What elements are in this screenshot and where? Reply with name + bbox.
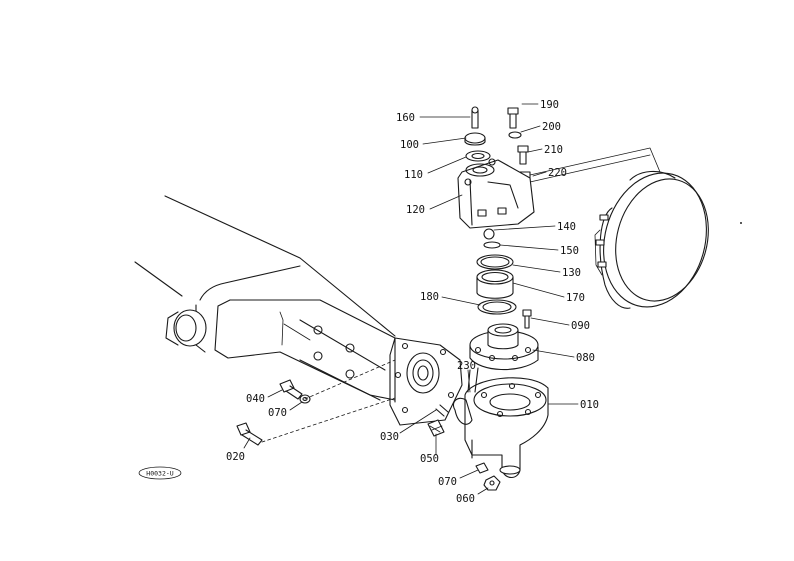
- part-040-bolt: [279, 379, 303, 400]
- part-label-090: 090: [571, 320, 590, 332]
- part-label-050: 050: [420, 453, 439, 465]
- part-100-cap: [464, 132, 486, 146]
- part-030-stud: [435, 404, 449, 417]
- leader-lines: [243, 103, 579, 495]
- part-070-washer-lower: [475, 462, 489, 474]
- part-label-210: 210: [544, 144, 563, 156]
- part-210-bolt: [517, 145, 529, 165]
- part-090-bolt: [522, 309, 532, 329]
- part-label-150: 150: [560, 245, 579, 257]
- part-label-060: 060: [456, 493, 475, 505]
- part-label-070-lower: 070: [438, 476, 457, 488]
- part-label-100: 100: [400, 139, 419, 151]
- part-130-oring: [476, 254, 514, 270]
- axle-housing: [134, 195, 463, 426]
- part-label-030: 030: [380, 431, 399, 443]
- part-050-stud: [427, 419, 445, 437]
- reference-line: [529, 147, 661, 176]
- reference-line: [529, 154, 651, 183]
- part-010-knuckle-case: [452, 367, 549, 479]
- wheel-rim: [594, 170, 709, 309]
- part-label-200: 200: [542, 121, 561, 133]
- part-200-washer: [508, 131, 522, 139]
- figure-code: H0032-U: [146, 470, 173, 478]
- figure-code-badge: H0032-U: [138, 466, 182, 480]
- part-labels: 160 190 100 200 210 110 220 120 140 150 …: [226, 99, 599, 505]
- part-170-bushing: [476, 269, 514, 299]
- part-180-seal: [477, 299, 517, 315]
- part-label-120: 120: [406, 204, 425, 216]
- part-150-shim: [483, 241, 501, 249]
- stray-mark: [740, 221, 743, 224]
- part-080-flange: [469, 323, 539, 371]
- part-label-110: 110: [404, 169, 423, 181]
- part-140-ball: [483, 228, 495, 240]
- part-label-020: 020: [226, 451, 245, 463]
- part-110-bearing: [465, 150, 491, 162]
- part-160-grease-nipple: [471, 106, 479, 129]
- part-120-kingpin-housing: [457, 158, 535, 229]
- part-020-bolt: [236, 422, 263, 446]
- part-060-nut: [483, 475, 501, 491]
- part-label-080: 080: [576, 352, 595, 364]
- part-label-230: 230: [457, 360, 476, 372]
- part-label-070-upper: 070: [268, 407, 287, 419]
- part-label-040: 040: [246, 393, 265, 405]
- part-label-010: 010: [580, 399, 599, 411]
- part-label-180: 180: [420, 291, 439, 303]
- part-190-bolt: [507, 107, 519, 129]
- part-label-220: 220: [548, 167, 567, 179]
- part-label-130: 130: [562, 267, 581, 279]
- leader-230: [467, 369, 471, 393]
- part-label-170: 170: [566, 292, 585, 304]
- part-label-160: 160: [396, 112, 415, 124]
- part-label-190: 190: [540, 99, 559, 111]
- part-label-140: 140: [557, 221, 576, 233]
